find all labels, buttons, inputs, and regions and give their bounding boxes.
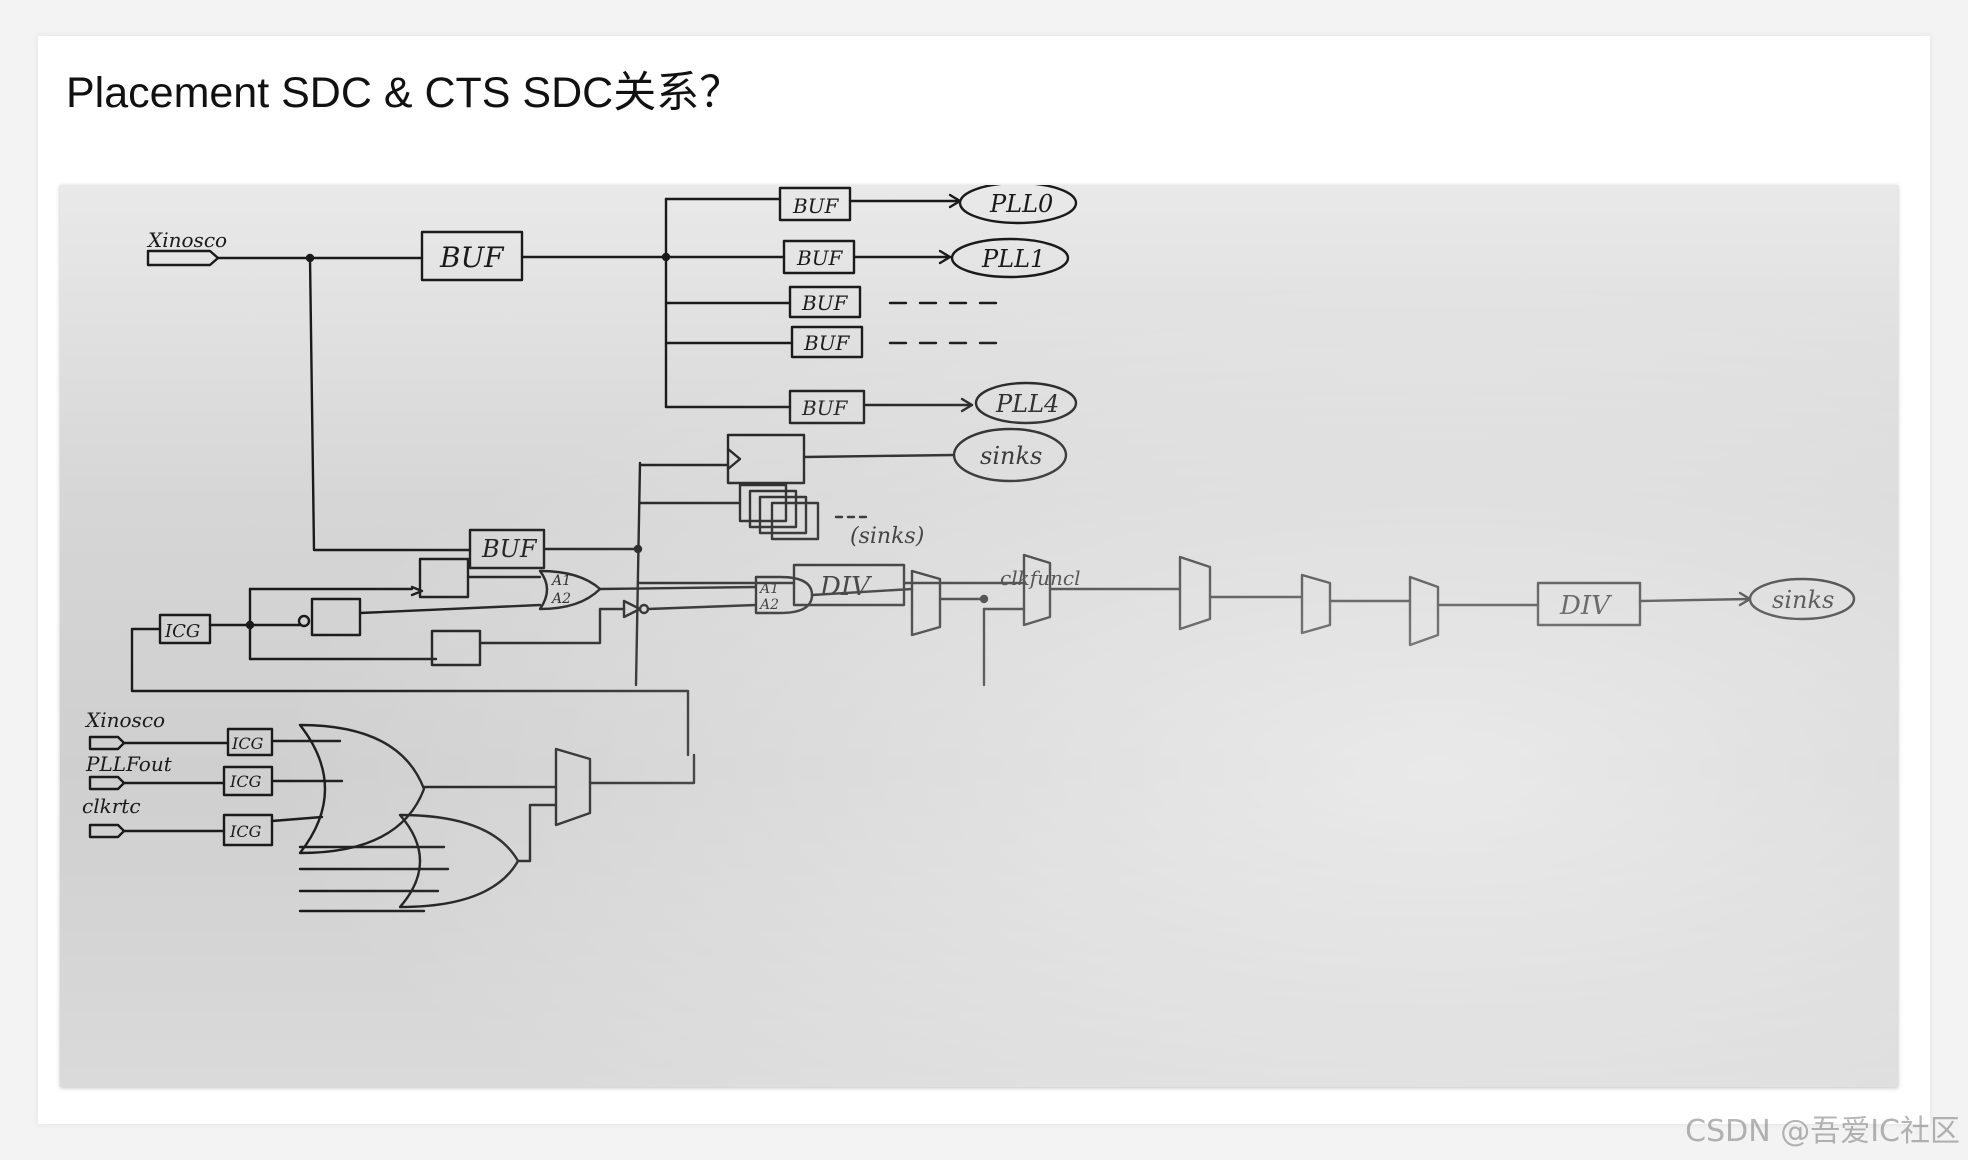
xinosco-bottom-port xyxy=(88,735,126,751)
label-xinosco-top: Xinosco xyxy=(146,228,227,252)
label-a1-and: A1 xyxy=(758,581,779,597)
label-buf0: BUF xyxy=(792,194,840,218)
label-a1-or: A1 xyxy=(550,573,571,589)
label-a2-or: A2 xyxy=(550,591,571,607)
buf4-box xyxy=(788,389,866,425)
label-clkfunc: clkfuncl xyxy=(1000,566,1080,590)
label-sinks1: sinks xyxy=(980,442,1042,470)
sinks2-ellipse xyxy=(1748,577,1856,621)
mux1 xyxy=(1022,553,1052,627)
label-buf2: BUF xyxy=(801,291,849,315)
div2-box xyxy=(1536,581,1642,627)
flipflop-gate-3 xyxy=(430,629,482,667)
div1-box xyxy=(792,563,906,607)
flipflop-stack-d xyxy=(770,501,820,541)
flipflop-gate-1 xyxy=(418,557,470,599)
label-pll1: PLL1 xyxy=(981,245,1045,273)
flipflop-1 xyxy=(726,433,806,485)
pllfout-port xyxy=(88,775,126,791)
label-xinosco-bottom: Xinosco xyxy=(84,708,165,732)
xinosco-top-port xyxy=(146,249,220,267)
label-div2: DIV xyxy=(1559,591,1612,621)
label-icg-a: ICG xyxy=(231,734,264,753)
label-sinks2: sinks xyxy=(1772,586,1834,614)
label-a2-and: A2 xyxy=(758,597,779,613)
label-sinks-multi: (sinks) xyxy=(850,524,924,549)
label-icg-c: ICG xyxy=(229,822,262,841)
label-buf4: BUF xyxy=(801,396,849,420)
or-gate-second xyxy=(398,813,520,909)
flipflop-stack-c xyxy=(758,495,808,535)
buf0-box xyxy=(778,186,852,222)
buf2-box xyxy=(788,285,862,319)
label-pllfout: PLLFout xyxy=(85,752,173,776)
label-pll0: PLL0 xyxy=(989,190,1053,218)
label-buf-main: BUF xyxy=(439,241,505,274)
pll0-ellipse xyxy=(958,185,1078,225)
icg-c-box xyxy=(222,813,274,847)
or-gate-a xyxy=(538,569,602,611)
mux3 xyxy=(1300,573,1332,635)
flipflop-gate-2 xyxy=(310,597,362,637)
label-buf-second: BUF xyxy=(481,535,538,563)
label-buf1: BUF xyxy=(796,246,844,270)
watermark: CSDN @吾爱IC社区 xyxy=(1685,1114,1960,1149)
mux-clkfunc xyxy=(910,569,942,637)
label-pll4: PLL4 xyxy=(995,390,1059,418)
inverter xyxy=(622,599,642,619)
label-icg-mid: ICG xyxy=(164,621,200,642)
or-gate-big xyxy=(298,723,426,855)
clock-tree-sketch: Xinosco BUF BUF PLL0 BUF xyxy=(82,185,1856,913)
mux2 xyxy=(1178,555,1212,631)
pll1-ellipse xyxy=(950,237,1070,279)
clkrtc-port xyxy=(88,823,126,839)
content-card: Placement SDC & CTS SDC关系？ Xinosco BUF B… xyxy=(38,36,1930,1124)
label-buf3: BUF xyxy=(803,331,851,355)
buf3-box xyxy=(790,325,864,359)
mux4 xyxy=(1408,575,1440,647)
pll4-ellipse xyxy=(974,381,1078,425)
label-clkrtc: clkrtc xyxy=(82,794,141,818)
diagram-photo: Xinosco BUF BUF PLL0 BUF xyxy=(60,185,1898,1087)
label-icg-b: ICG xyxy=(229,772,262,791)
sinks1-ellipse xyxy=(952,427,1068,483)
mux-source xyxy=(554,747,592,827)
page-title: Placement SDC & CTS SDC关系？ xyxy=(66,69,743,117)
label-div1: DIV xyxy=(819,572,872,602)
